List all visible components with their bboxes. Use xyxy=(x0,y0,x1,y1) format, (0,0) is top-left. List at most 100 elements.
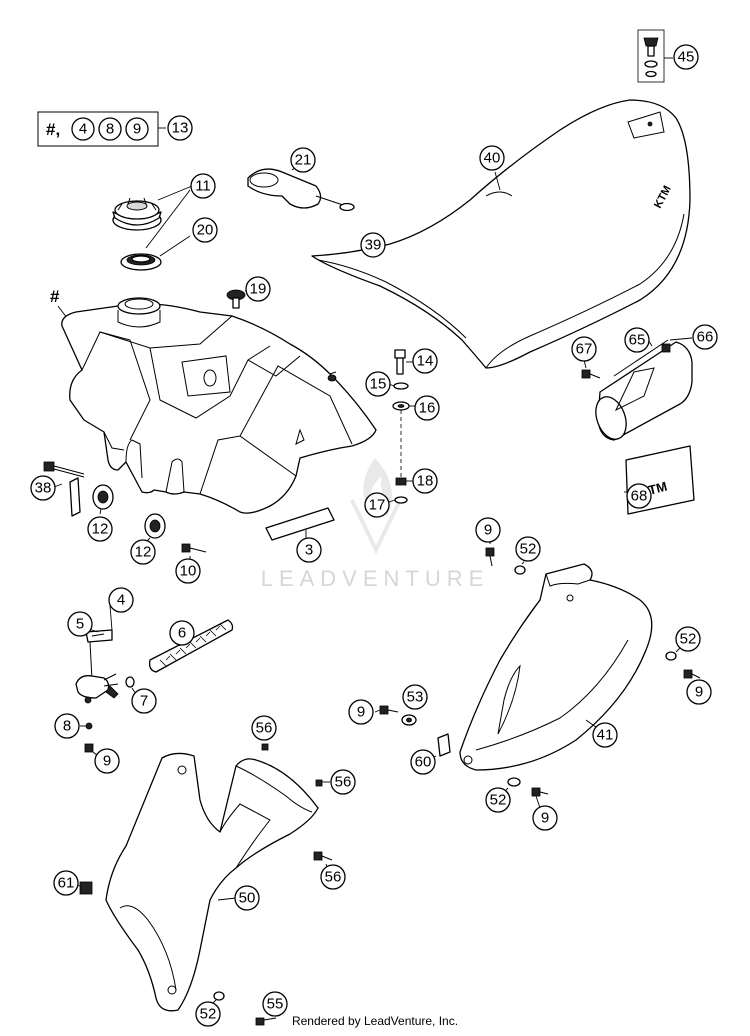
callout-10: 10 xyxy=(175,558,201,584)
callout-66: 66 xyxy=(692,324,718,350)
callout-38: 38 xyxy=(30,475,56,501)
callout-number: 10 xyxy=(180,563,197,580)
callout-45: 45 xyxy=(673,44,699,70)
part-9-screw-cover-top[interactable] xyxy=(485,540,495,567)
callout-number: 9 xyxy=(541,810,549,827)
part-53-nut[interactable] xyxy=(401,714,417,726)
callout-number: 65 xyxy=(629,332,646,349)
callout-67: 67 xyxy=(571,336,597,362)
callout-number: 66 xyxy=(697,329,714,346)
callout-9: 9 xyxy=(532,805,558,831)
callout-14: 14 xyxy=(412,348,438,374)
callout-60: 60 xyxy=(410,749,436,775)
callout-17: 17 xyxy=(364,492,390,518)
footer-credit: Rendered by LeadVenture, Inc. xyxy=(291,1014,459,1028)
part-52-grommet-cover-bottom[interactable] xyxy=(503,777,521,793)
callout-number: 4 xyxy=(117,592,125,609)
callout-number: 45 xyxy=(678,49,695,66)
callout-9: 9 xyxy=(686,679,712,705)
part-12-rubber-bushing-upper[interactable] xyxy=(92,484,114,515)
kit-number-4: 4 xyxy=(71,117,95,141)
kit-number: 8 xyxy=(106,121,114,138)
callout-5: 5 xyxy=(67,611,93,637)
part-52-grommet-cover-top[interactable] xyxy=(514,561,526,575)
tank-marker: # xyxy=(50,287,60,306)
callout-55: 55 xyxy=(262,991,288,1017)
kit-number-9: 9 xyxy=(125,117,149,141)
kit-number: 4 xyxy=(79,121,87,138)
kit-number: 9 xyxy=(133,121,141,138)
fuel-tank[interactable]: # xyxy=(50,287,377,514)
callout-number: 52 xyxy=(490,792,507,809)
callout-39: 39 xyxy=(360,232,386,258)
callout-3: 3 xyxy=(296,537,322,563)
part-52-grommet-left-cover[interactable] xyxy=(211,991,225,1005)
callout-number: 60 xyxy=(415,754,432,771)
part-21-tank-strap[interactable] xyxy=(247,163,355,212)
callout-number: 16 xyxy=(419,400,436,417)
callout-number: 39 xyxy=(365,237,382,254)
callout-number: 67 xyxy=(576,341,593,358)
callout-40: 40 xyxy=(479,145,505,171)
watermark-text: LEADVENTURE xyxy=(260,566,490,591)
tank-bolt-stack[interactable] xyxy=(388,349,416,504)
callout-52: 52 xyxy=(675,626,701,652)
callout-12: 12 xyxy=(87,516,113,542)
part-8-o-ring[interactable] xyxy=(80,722,93,730)
part-50-left-side-cover[interactable] xyxy=(105,752,319,1012)
part-9-screw-cover-bottom[interactable] xyxy=(531,787,549,809)
part-41-right-side-cover[interactable] xyxy=(459,563,653,771)
callout-21: 21 xyxy=(290,147,316,173)
part-11-fuel-cap[interactable] xyxy=(112,185,193,249)
callout-number: 61 xyxy=(58,875,75,892)
callout-15: 15 xyxy=(365,371,391,397)
callout-number: 11 xyxy=(195,178,211,195)
part-56-screw-b[interactable] xyxy=(315,779,330,787)
part-20-cap-seal[interactable] xyxy=(120,235,191,271)
callout-52: 52 xyxy=(485,787,511,813)
kit-box: #, xyxy=(37,111,166,147)
callout-52: 52 xyxy=(515,536,541,562)
callout-number: 7 xyxy=(140,693,148,710)
part-52-grommet-cover-right[interactable] xyxy=(665,647,681,661)
callout-number: 56 xyxy=(335,774,352,791)
callout-52: 52 xyxy=(195,1001,221,1027)
callout-number: 6 xyxy=(178,625,186,642)
callout-65: 65 xyxy=(624,327,650,353)
callout-12: 12 xyxy=(130,539,156,565)
part-65-tail-light[interactable] xyxy=(590,337,693,443)
part-7-clip[interactable] xyxy=(125,676,137,695)
part-9-screw-cover-mid[interactable] xyxy=(374,705,399,715)
part-45-bolt-assembly[interactable] xyxy=(637,29,673,83)
callout-number: 68 xyxy=(631,488,648,505)
callout-56: 56 xyxy=(320,864,346,890)
part-9-screw-tap[interactable] xyxy=(84,743,99,757)
callout-7: 7 xyxy=(131,688,157,714)
kit-label: #, xyxy=(46,120,60,139)
callout-number: 40 xyxy=(484,150,501,167)
part-60-clip[interactable] xyxy=(431,733,451,759)
kit-number-8: 8 xyxy=(98,117,122,141)
callout-number: 52 xyxy=(680,631,697,648)
callout-number: 5 xyxy=(76,616,84,633)
callout-16: 16 xyxy=(414,395,440,421)
callout-number: 12 xyxy=(135,544,152,561)
tank-mount-bracket[interactable] xyxy=(69,477,81,517)
part-67-screw[interactable] xyxy=(581,359,601,379)
callout-number: 21 xyxy=(295,152,312,169)
part-3-foam-strip[interactable] xyxy=(265,507,335,541)
part-4-fuel-tap[interactable] xyxy=(75,605,119,704)
callout-number: 56 xyxy=(325,869,342,886)
part-19-screw[interactable] xyxy=(226,289,249,309)
part-6-fuel-hose[interactable] xyxy=(148,619,234,673)
part-39-seat[interactable]: KTM xyxy=(311,99,691,369)
callout-number: 3 xyxy=(305,542,313,559)
part-9-screw-cover-right[interactable] xyxy=(683,669,701,679)
callout-9: 9 xyxy=(348,699,374,725)
callout-6: 6 xyxy=(169,620,195,646)
callout-number: 9 xyxy=(103,753,111,770)
callout-41: 41 xyxy=(592,722,618,748)
part-12-rubber-bushing-lower[interactable] xyxy=(144,513,166,543)
